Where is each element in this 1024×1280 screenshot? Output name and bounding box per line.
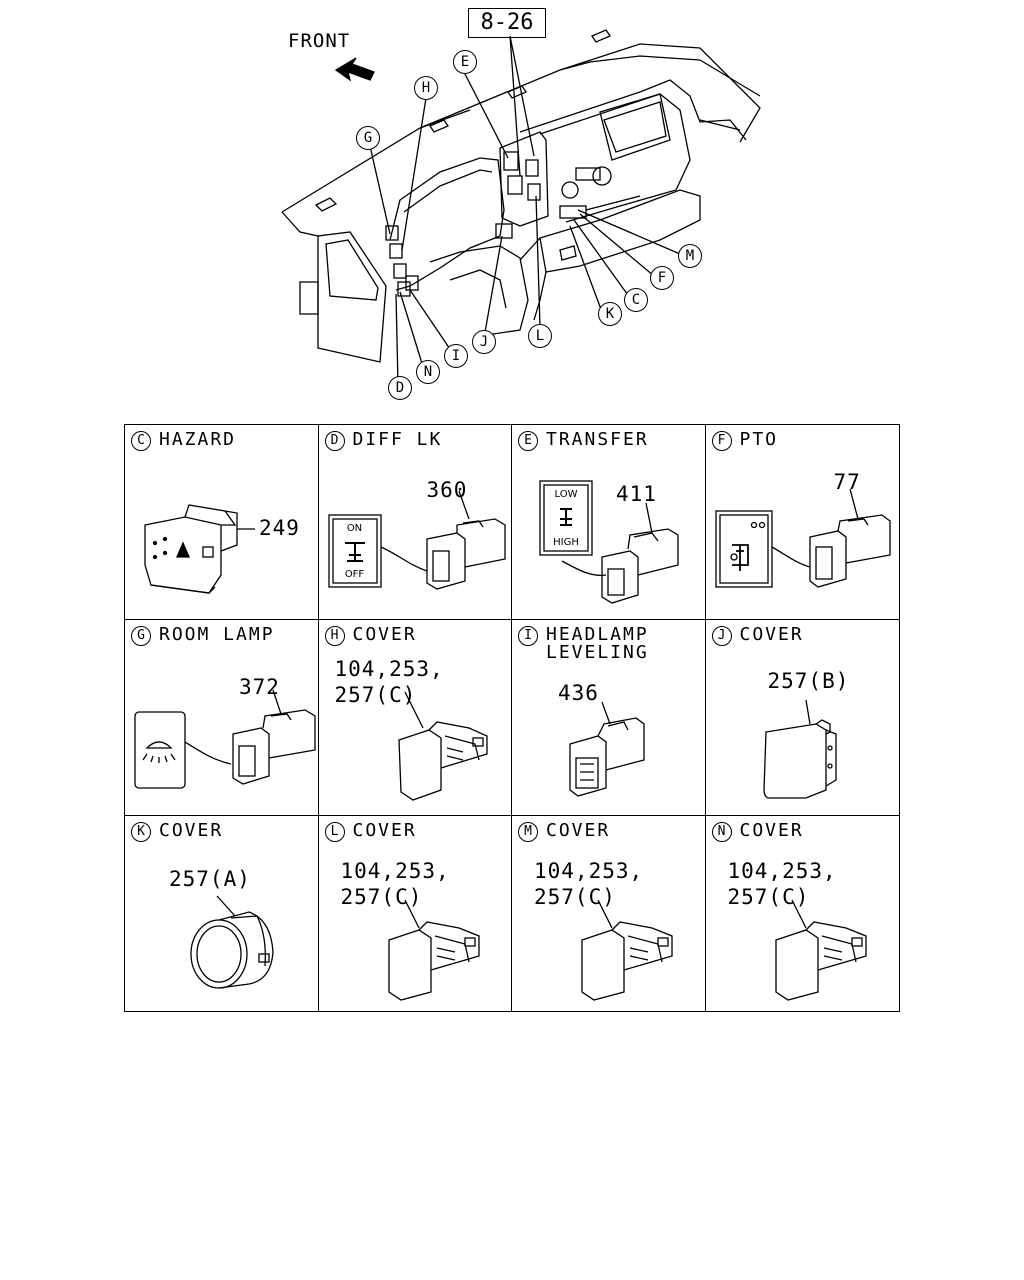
cover-h-drawing [397, 692, 488, 802]
cell-title: ROOM LAMP [159, 624, 275, 646]
transfer-switch-drawing [539, 480, 679, 604]
cell-heading: H COVER [324, 624, 417, 647]
cell-letter: N [711, 821, 732, 842]
cell-letter: J [711, 626, 732, 647]
cell-letter: D [324, 431, 345, 451]
part-number: 104,253, 257(C) [534, 858, 644, 909]
cell-cover-h: H COVER 104,253, 257(C) [318, 620, 512, 816]
callout-j: J [472, 330, 496, 354]
cell-heading: I HEADLAMP LEVELING [518, 626, 649, 662]
cell-heading: D DIFF LK [324, 429, 443, 451]
cell-cover-j: J COVER 257(B) [705, 620, 899, 816]
part-number: 77 [833, 470, 861, 494]
cell-headlamp-leveling: I HEADLAMP LEVELING 436 [512, 620, 706, 816]
part-number: 104,253, 257(C) [340, 858, 450, 909]
callout-c: C [624, 288, 648, 312]
diff-lock-switch-drawing [327, 490, 506, 590]
low-label: LOW [554, 489, 578, 500]
pto-switch-drawing [714, 488, 891, 588]
callout-f: F [650, 266, 674, 290]
dashboard-drawing [281, 29, 761, 385]
part-number: 257(A) [169, 866, 251, 891]
cell-heading: C HAZARD [131, 431, 236, 451]
cell-title: PTO [739, 429, 779, 450]
part-number: 104,253, 257(C) [727, 858, 837, 909]
headlamp-leveling-switch-drawing [569, 702, 645, 798]
cell-title: HEADLAMP LEVELING [546, 624, 649, 664]
on-label: ON [346, 523, 363, 534]
cover-l-drawing [387, 899, 480, 1001]
callout-k: K [598, 302, 622, 326]
part-number: 249 [259, 516, 300, 540]
cell-cover-k: K COVER 257(A) [125, 815, 319, 1011]
cell-letter: E [518, 431, 538, 451]
cell-title: COVER [352, 624, 417, 646]
cell-title: DIFF LK [352, 429, 443, 450]
callout-e: E [453, 50, 477, 74]
cover-n-drawing [774, 899, 867, 1001]
cell-heading: M COVER [518, 819, 611, 842]
cell-letter: F [711, 431, 732, 451]
callout-h: H [414, 76, 438, 100]
cover-m-drawing [581, 899, 673, 1001]
part-number: 257(B) [767, 669, 850, 694]
cell-cover-m: M COVER 104,253, 257(C) [512, 815, 706, 1011]
cell-heading: G ROOM LAMP [131, 624, 275, 647]
callout-g: G [356, 126, 380, 150]
cell-letter: C [131, 431, 151, 451]
cell-letter: K [131, 821, 151, 842]
cell-hazard: C HAZARD 249 [125, 425, 319, 621]
callout-i: I [444, 344, 468, 368]
cell-letter: L [324, 821, 345, 842]
cell-title: COVER [739, 624, 804, 646]
cell-title: COVER [546, 819, 611, 841]
callout-n: N [416, 360, 440, 384]
cell-title: COVER [352, 819, 417, 841]
high-label: HIGH [553, 537, 579, 548]
cell-letter: M [518, 821, 538, 842]
cell-heading: F PTO [711, 429, 779, 451]
front-arrow-icon [334, 57, 375, 82]
callout-d: D [388, 376, 412, 400]
reference-number: 8-26 [480, 10, 534, 35]
cell-transfer: E TRANSFER LOW HIGH 411 [512, 425, 706, 621]
switch-parts-grid: C HAZARD 249 D DIFF LK [124, 424, 900, 1012]
cell-room-lamp: G ROOM LAMP 372 [125, 620, 319, 816]
cell-title: COVER [739, 819, 804, 841]
cell-diff-lk: D DIFF LK ON OFF 360 [318, 425, 512, 621]
cell-title: COVER [159, 819, 224, 841]
cell-letter: G [131, 626, 151, 647]
cell-heading: J COVER [711, 624, 804, 647]
cell-heading: E TRANSFER [518, 431, 649, 451]
cell-letter: I [518, 626, 538, 647]
hazard-switch-drawing [144, 504, 255, 594]
part-number: 411 [616, 482, 657, 506]
room-lamp-switch-drawing [134, 690, 316, 789]
cell-cover-l: L COVER 104,253, 257(C) [319, 815, 512, 1011]
cell-title: TRANSFER [546, 429, 649, 450]
cell-cover-n: N COVER 104,253, 257(C) [706, 816, 900, 1011]
cell-letter: H [324, 626, 345, 647]
front-label: FRONT [288, 30, 351, 52]
off-label: OFF [344, 569, 365, 580]
cover-j-drawing [762, 700, 837, 799]
part-number: 360 [426, 478, 468, 502]
part-number: 372 [239, 675, 280, 700]
cell-title: HAZARD [159, 429, 237, 450]
cover-k-drawing [190, 895, 274, 989]
callout-m: M [678, 244, 702, 268]
part-number: 104,253, 257(C) [334, 657, 444, 708]
cell-heading: N COVER [711, 819, 804, 842]
cell-heading: K COVER [131, 819, 224, 842]
reference-box: 8-26 [468, 8, 546, 38]
callout-l: L [528, 324, 552, 348]
part-number: 436 [558, 681, 599, 706]
cell-pto: F PTO 77 [705, 425, 899, 621]
cell-heading: L COVER [324, 819, 417, 842]
